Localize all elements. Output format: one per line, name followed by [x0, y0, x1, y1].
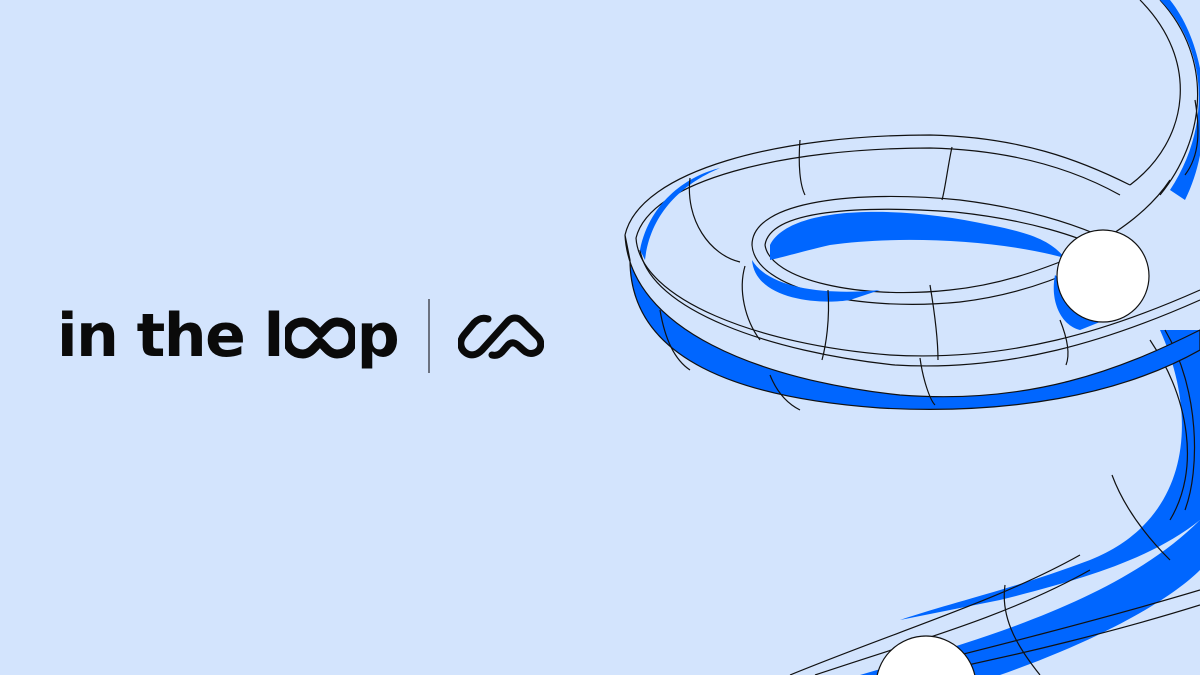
wordmark-prefix: in the l — [57, 301, 284, 371]
ball-lower — [876, 635, 976, 675]
infinity-loop-icon — [284, 317, 355, 359]
divider — [428, 299, 430, 373]
ball-upper — [1053, 229, 1150, 330]
brand-lockup: in the l p — [57, 296, 544, 376]
wordmark-suffix: p — [356, 301, 400, 371]
wordmark: in the l p — [57, 301, 400, 371]
linked-loop-logo-icon — [457, 314, 544, 359]
